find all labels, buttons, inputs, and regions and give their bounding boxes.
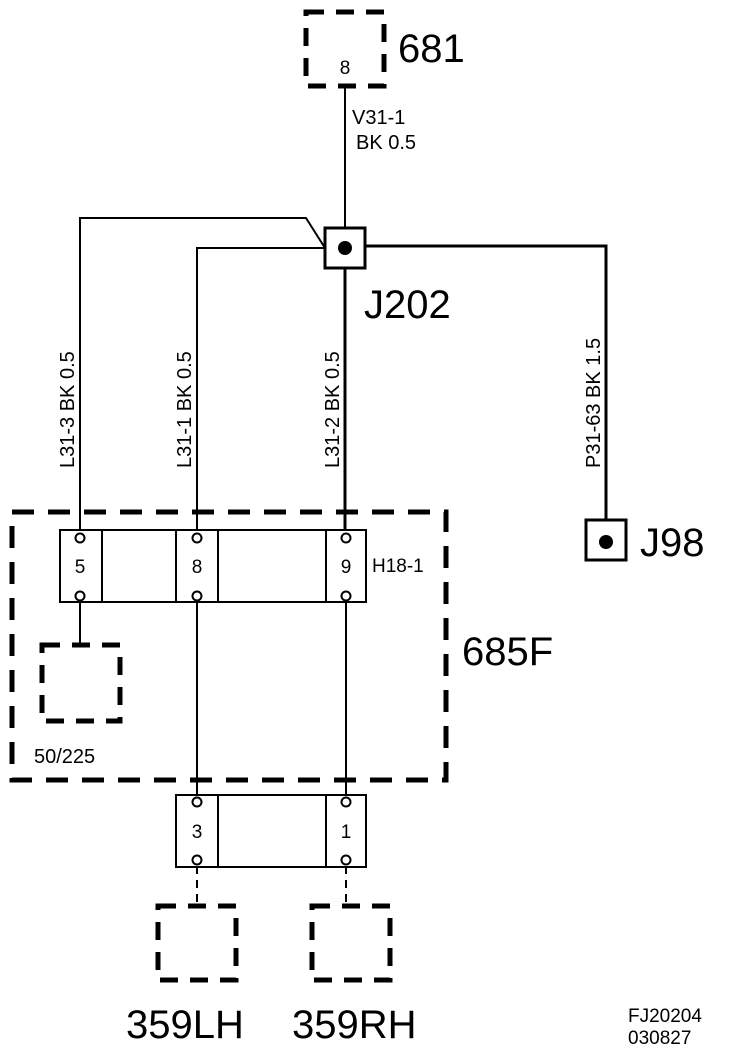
component-685f: 685F — [9, 509, 553, 783]
connector-h18-1-pin: 9 — [341, 557, 352, 578]
component-50-225-label: 50/225 — [34, 746, 95, 768]
connector-lower-body — [175, 794, 367, 868]
wire-p31-63-label: P31-63 BK 1.5 — [583, 338, 605, 468]
component-685f-outline — [9, 509, 449, 783]
ground-j98-label: J98 — [640, 521, 705, 565]
wire-l31-1 — [196, 247, 325, 530]
connector-lower-pin: 1 — [341, 822, 352, 843]
component-685f-label: 685F — [462, 630, 553, 674]
connector-h18-1: 5 8 9 H18-1 — [59, 529, 424, 603]
wire-p31-63 — [365, 244, 608, 520]
wire-l31-3 — [79, 217, 326, 530]
component-359lh: 359LH — [126, 903, 244, 1047]
ground-j98-box — [584, 518, 628, 562]
splice-j202-label: J202 — [364, 283, 451, 327]
drawing-id-line2: 030827 — [628, 1028, 691, 1049]
connector-h18-1-label: H18-1 — [372, 556, 424, 577]
component-359lh-outline — [155, 903, 239, 983]
drawing-id-line1: FJ20204 — [628, 1006, 702, 1027]
ground-j98: J98 — [584, 518, 705, 565]
splice-j202: J202 — [323, 226, 451, 327]
wire-l31-3-label: L31-3 BK 0.5 — [57, 351, 79, 468]
connector-lower: 3 1 — [175, 794, 367, 868]
wire-v31-1-id: V31-1 — [352, 107, 405, 129]
connector-h18-1-pin: 5 — [75, 557, 86, 578]
component-359rh: 359RH — [292, 903, 417, 1047]
connector-h18-1-body — [59, 529, 367, 603]
component-681-label: 681 — [398, 27, 465, 71]
wire-l31-2-label: L31-2 BK 0.5 — [322, 351, 344, 468]
component-359rh-outline — [309, 903, 393, 983]
component-50-225: 50/225 — [34, 601, 123, 768]
connector-h18-1-pin: 8 — [192, 557, 203, 578]
ground-j98-dot — [599, 535, 613, 549]
component-681: 8 681 — [303, 9, 465, 89]
component-359lh-label: 359LH — [126, 1003, 244, 1047]
wire-l31-1-label: L31-1 BK 0.5 — [174, 351, 196, 468]
wire-v31-1-spec: BK 0.5 — [356, 132, 416, 154]
component-681-pin: 8 — [340, 58, 351, 79]
component-359rh-label: 359RH — [292, 1003, 417, 1047]
connector-lower-pin: 3 — [192, 822, 203, 843]
component-50-225-outline — [39, 642, 123, 724]
splice-j202-dot — [338, 241, 352, 255]
